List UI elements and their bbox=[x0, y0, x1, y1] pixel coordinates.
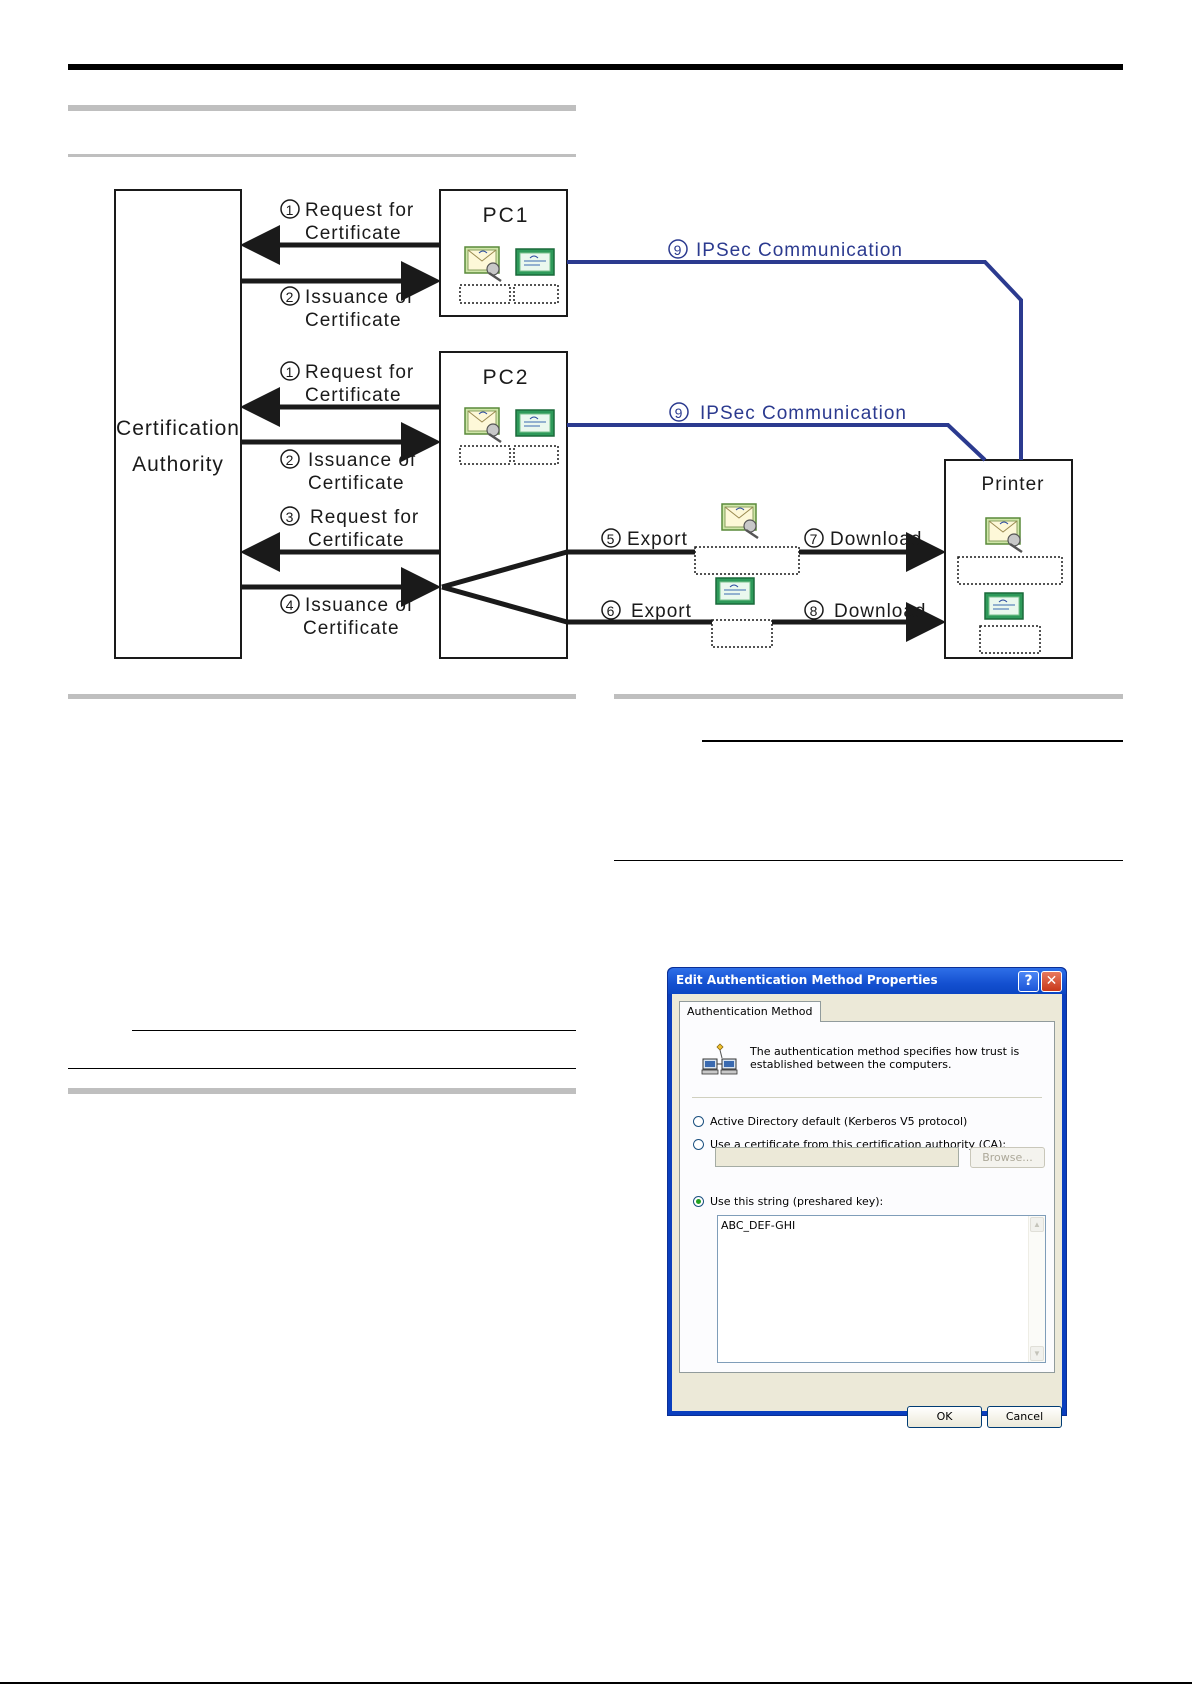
step2-number: 2 bbox=[286, 289, 295, 305]
ok-button[interactable]: OK bbox=[907, 1406, 982, 1428]
export-line-6 bbox=[441, 584, 712, 625]
option-kerberos-label[interactable]: Active Directory default (Kerberos V5 pr… bbox=[710, 1115, 968, 1128]
dialog-body: The authentication method specifies how … bbox=[672, 994, 1062, 1428]
pc1-cert-card-icon bbox=[515, 248, 555, 276]
section-rule-left bbox=[68, 694, 576, 699]
note-rule-right-top bbox=[702, 740, 1123, 742]
step1-number: 1 bbox=[286, 202, 295, 218]
pc2-cert-slot bbox=[459, 445, 511, 465]
ipsec-line-pc2 bbox=[567, 423, 987, 462]
preshared-key-textarea[interactable]: ABC_DEF-GHI ▲ ▼ bbox=[717, 1215, 1046, 1363]
ca-label-line2: Authority bbox=[132, 453, 224, 476]
ipsec-certificate-diagram: Certification Authority PC1 PC2 Printer … bbox=[114, 189, 1073, 659]
step4-label-line2: Certificate bbox=[303, 618, 400, 639]
step9-label-pc1: IPSec Communication bbox=[696, 240, 903, 261]
ipsec-line-pc1 bbox=[567, 260, 1023, 460]
scroll-down-arrow-icon[interactable]: ▼ bbox=[1030, 1346, 1044, 1361]
header-rule bbox=[68, 64, 1123, 70]
pc2-cert-card-icon bbox=[515, 409, 555, 437]
ca-name-field[interactable] bbox=[715, 1147, 959, 1167]
panel-separator bbox=[692, 1097, 1042, 1098]
step3-number: 3 bbox=[286, 509, 295, 525]
pc1-label: PC1 bbox=[483, 204, 530, 227]
note-rule-left-bottom bbox=[68, 1068, 576, 1069]
scroll-up-arrow-icon[interactable]: ▲ bbox=[1030, 1217, 1044, 1232]
section-rule-left-2 bbox=[68, 1088, 576, 1094]
pc1-cert-slot bbox=[459, 284, 511, 304]
export-cert-slot bbox=[694, 546, 800, 575]
step1-label-line1: Request for bbox=[305, 200, 414, 221]
step9-number-pc2: 9 bbox=[675, 405, 684, 421]
step5-label: Export bbox=[627, 529, 688, 550]
printer-label: Printer bbox=[982, 474, 1045, 495]
note-rule-right-bottom bbox=[614, 860, 1123, 861]
step9-label-pc2: IPSec Communication bbox=[700, 403, 907, 424]
step3-label-line2: Certificate bbox=[308, 530, 405, 551]
step4-label-line1: Issuance of bbox=[305, 595, 413, 616]
note-rule-left-top bbox=[132, 1030, 576, 1031]
pc2-box bbox=[439, 351, 568, 659]
pc2-label: PC2 bbox=[483, 366, 530, 389]
option-preshared-label[interactable]: Use this string (preshared key): bbox=[710, 1195, 884, 1208]
step1-label-line2: Certificate bbox=[305, 223, 402, 244]
ca-label-line1: Certification bbox=[116, 417, 240, 440]
step6-number: 6 bbox=[607, 603, 616, 619]
radio-kerberos[interactable] bbox=[693, 1116, 704, 1127]
preshared-key-value: ABC_DEF-GHI bbox=[721, 1219, 796, 1232]
radio-certificate[interactable] bbox=[693, 1139, 704, 1150]
dialog-titlebar[interactable]: Edit Authentication Method Properties ? … bbox=[668, 968, 1066, 994]
step3-label-line1: Request for bbox=[310, 507, 419, 528]
browse-button[interactable]: Browse... bbox=[970, 1147, 1045, 1168]
step1b-label-line2: Certificate bbox=[305, 385, 402, 406]
pc2-cert-slot bbox=[513, 445, 559, 465]
help-button[interactable]: ? bbox=[1018, 971, 1039, 992]
step7-label: Download bbox=[830, 529, 923, 550]
step8-number: 8 bbox=[810, 603, 819, 619]
step2-label-line2: Certificate bbox=[305, 310, 402, 331]
dialog-title: Edit Authentication Method Properties bbox=[676, 973, 938, 987]
step1b-label-line1: Request for bbox=[305, 362, 414, 383]
step2b-label-line1: Issuance of bbox=[308, 450, 416, 471]
footer-rule bbox=[0, 1682, 1192, 1684]
printer-cert-slot bbox=[979, 625, 1041, 654]
textarea-scrollbar[interactable]: ▲ ▼ bbox=[1028, 1216, 1045, 1362]
step5-number: 5 bbox=[607, 531, 616, 547]
step7-number: 7 bbox=[810, 531, 819, 547]
step2-label-line1: Issuance of bbox=[305, 287, 413, 308]
section-rule-right bbox=[614, 694, 1123, 699]
cancel-button[interactable]: Cancel bbox=[987, 1406, 1062, 1428]
method-description: The authentication method specifies how … bbox=[750, 1045, 1020, 1071]
export-cert-slot bbox=[711, 619, 773, 648]
section-rule-top bbox=[68, 105, 576, 111]
step2b-number: 2 bbox=[286, 452, 295, 468]
network-computers-icon bbox=[701, 1043, 738, 1075]
pc1-cert-slot bbox=[513, 284, 559, 304]
export-cert-key-icon bbox=[720, 502, 760, 540]
printer-cert-card-icon bbox=[984, 592, 1024, 620]
tab-authentication-method[interactable]: Authentication Method bbox=[679, 1001, 821, 1022]
section-rule-top-thin bbox=[68, 154, 576, 157]
step6-label: Export bbox=[631, 601, 692, 622]
export-line-5 bbox=[441, 549, 695, 590]
step4-number: 4 bbox=[286, 597, 295, 613]
step2b-label-line2: Certificate bbox=[308, 473, 405, 494]
step8-label: Download bbox=[834, 601, 927, 622]
export-cert-card-icon bbox=[715, 577, 755, 605]
radio-preshared-key[interactable] bbox=[693, 1196, 704, 1207]
printer-cert-slot bbox=[957, 556, 1063, 585]
close-button[interactable]: ✕ bbox=[1041, 971, 1062, 992]
step1b-number: 1 bbox=[286, 364, 295, 380]
tab-panel: The authentication method specifies how … bbox=[679, 1021, 1055, 1373]
edit-authentication-dialog: Edit Authentication Method Properties ? … bbox=[667, 967, 1067, 1428]
step9-number-pc1: 9 bbox=[674, 242, 683, 258]
